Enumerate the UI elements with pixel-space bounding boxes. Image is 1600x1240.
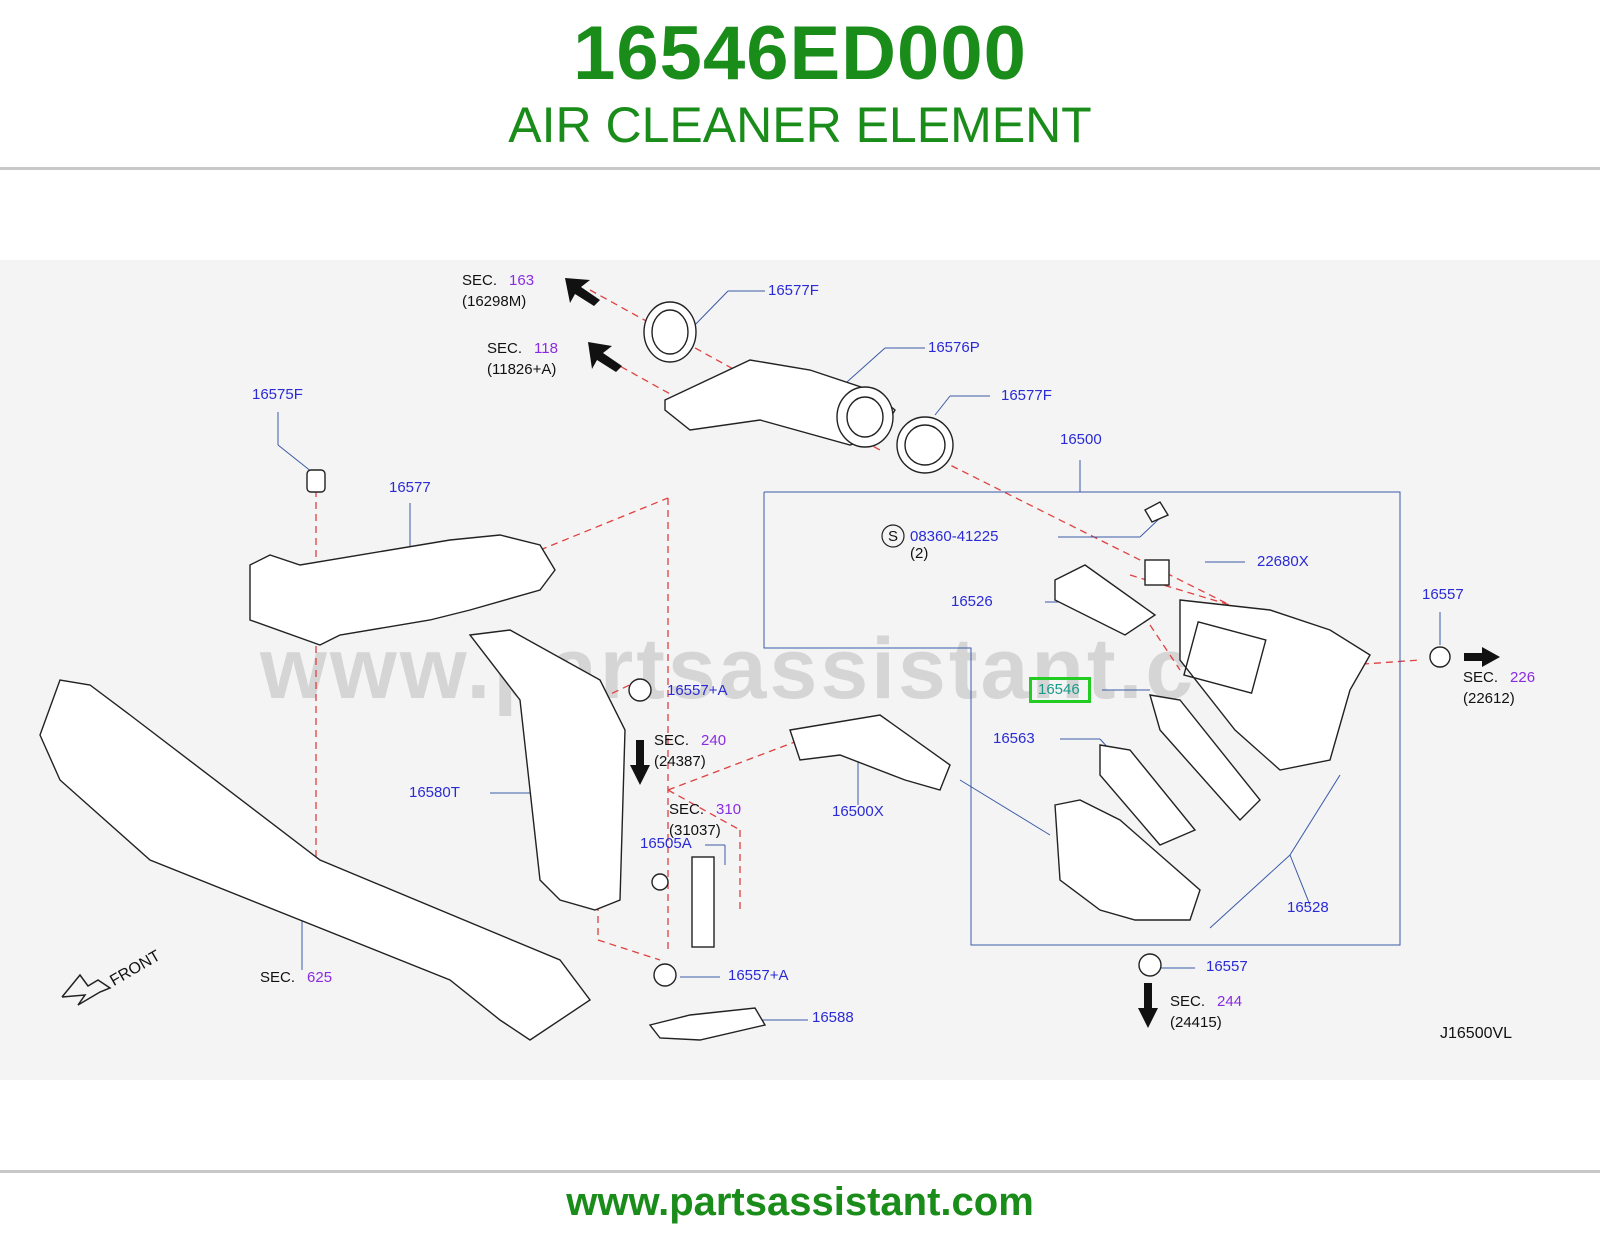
grommet-16557A-bottom (653, 963, 677, 987)
section-number: 118 (534, 340, 558, 357)
section-number: 240 (701, 732, 727, 749)
section-ref-244: SEC. 244 (24415) (1170, 993, 1242, 1031)
s-mark (881, 524, 905, 548)
site-url[interactable]: www.partsassistant.com (566, 1180, 1034, 1224)
callout-16563: 16563 (993, 730, 1035, 747)
callout-16528: 16528 (1287, 899, 1329, 916)
callout-16557-right: 16557 (1422, 586, 1464, 603)
section-arrows (565, 278, 1500, 1028)
section-sub-ref: (11826+A) (487, 361, 557, 378)
parts-drawings (39, 301, 1451, 1041)
callout-16557-bottom: 16557 (1206, 958, 1248, 975)
callout-16576P: 16576P (928, 339, 980, 356)
callout-16577F-mid: 16577F (1001, 387, 1052, 404)
callout-16557A-bottom: 16557+A (728, 967, 789, 984)
resonator-16580T (468, 629, 626, 911)
air-duct-16577 (249, 534, 556, 646)
section-prefix: SEC. (487, 340, 523, 357)
section-sub-ref: (22612) (1463, 690, 1515, 707)
arrow-sec163 (565, 278, 600, 306)
callout-16526: 16526 (951, 593, 993, 610)
callout-08360-qty: (2) (910, 545, 929, 562)
grommet-16557-bottom (1138, 953, 1162, 977)
air-cleaner-lower-16528 (1054, 799, 1201, 921)
arrow-sec226 (1464, 647, 1500, 667)
front-indicator (61, 973, 112, 1006)
section-ref-226: SEC. 226 (22612) (1463, 669, 1535, 707)
section-prefix: SEC. (1463, 669, 1499, 686)
callout-16575F: 16575F (252, 386, 303, 403)
callout-16505A: 16505A (640, 835, 692, 852)
s-mark-letter: S (888, 528, 899, 545)
section-ref-310: SEC. 310 (31037) (669, 801, 741, 839)
grommet-16557A-top (628, 678, 652, 702)
section-number: 226 (1510, 669, 1536, 686)
callout-16557A-top: 16557+A (667, 682, 728, 699)
grommet-16557-right (1429, 646, 1451, 668)
element-16526 (1054, 564, 1157, 636)
callout-16577F-top: 16577F (768, 282, 819, 299)
clip-16575F (306, 469, 326, 493)
section-sub-ref: (24415) (1170, 1014, 1222, 1031)
section-prefix: SEC. (669, 801, 705, 818)
callout-16500: 16500 (1060, 431, 1102, 448)
parts-diagram: www.partsassistant.com (0, 260, 1600, 1080)
section-ref-118: SEC. 118 (11826+A) (487, 340, 558, 378)
section-sub-ref: (16298M) (462, 293, 527, 310)
callout-08360-41225: 08360-41225 (910, 528, 999, 545)
arrow-sec244 (1138, 983, 1158, 1028)
callout-22680X: 22680X (1257, 553, 1309, 570)
callout-16500X: 16500X (832, 803, 884, 820)
sensor-22680X (1144, 559, 1170, 586)
highlighted-part-box (1029, 677, 1091, 703)
diagram-code: J16500VL (1440, 1025, 1513, 1042)
duct-16563 (1099, 744, 1197, 846)
arrow-sec118 (588, 342, 622, 372)
section-prefix: SEC. (1170, 993, 1206, 1010)
section-sub-ref: (31037) (669, 822, 721, 839)
section-number: 244 (1217, 993, 1243, 1010)
section-prefix: SEC. (260, 969, 296, 986)
callout-16580T: 16580T (409, 784, 460, 801)
section-prefix: SEC. (654, 732, 690, 749)
section-number: 310 (716, 801, 742, 818)
callout-16588: 16588 (812, 1009, 854, 1026)
filter-element-16546 (1149, 694, 1261, 822)
section-prefix: SEC. (462, 272, 498, 289)
part-name-subtitle: AIR CLEANER ELEMENT (508, 97, 1092, 153)
footer-divider (0, 1170, 1600, 1173)
highlighted-part-number: 16546 (1038, 681, 1080, 698)
section-ref-240: SEC. 240 (24387) (654, 732, 726, 770)
bracket-16505A (691, 856, 715, 948)
watermark: www.partsassistant.com (260, 621, 1332, 717)
screw-08360 (1144, 501, 1170, 523)
section-sub-ref: (24387) (654, 753, 706, 770)
leader-lines (277, 290, 1441, 1021)
header-divider (0, 167, 1600, 170)
arrow-sec240 (630, 740, 650, 785)
bolt (651, 873, 669, 891)
section-ref-163: SEC. 163 (16298M) (462, 272, 534, 310)
diagram-drawing (39, 278, 1500, 1041)
radiator-core-support (39, 679, 592, 1041)
air-duct-16500X (789, 714, 951, 791)
section-number: 163 (509, 272, 535, 289)
section-ref-625: SEC. 625 (260, 969, 332, 986)
callout-16577: 16577 (389, 479, 431, 496)
group-boxes (763, 460, 1401, 946)
air-cleaner-cover (1179, 599, 1371, 771)
section-number: 625 (307, 969, 333, 986)
bracket-16588 (648, 1007, 767, 1041)
part-number-title: 16546ED000 (573, 11, 1027, 96)
